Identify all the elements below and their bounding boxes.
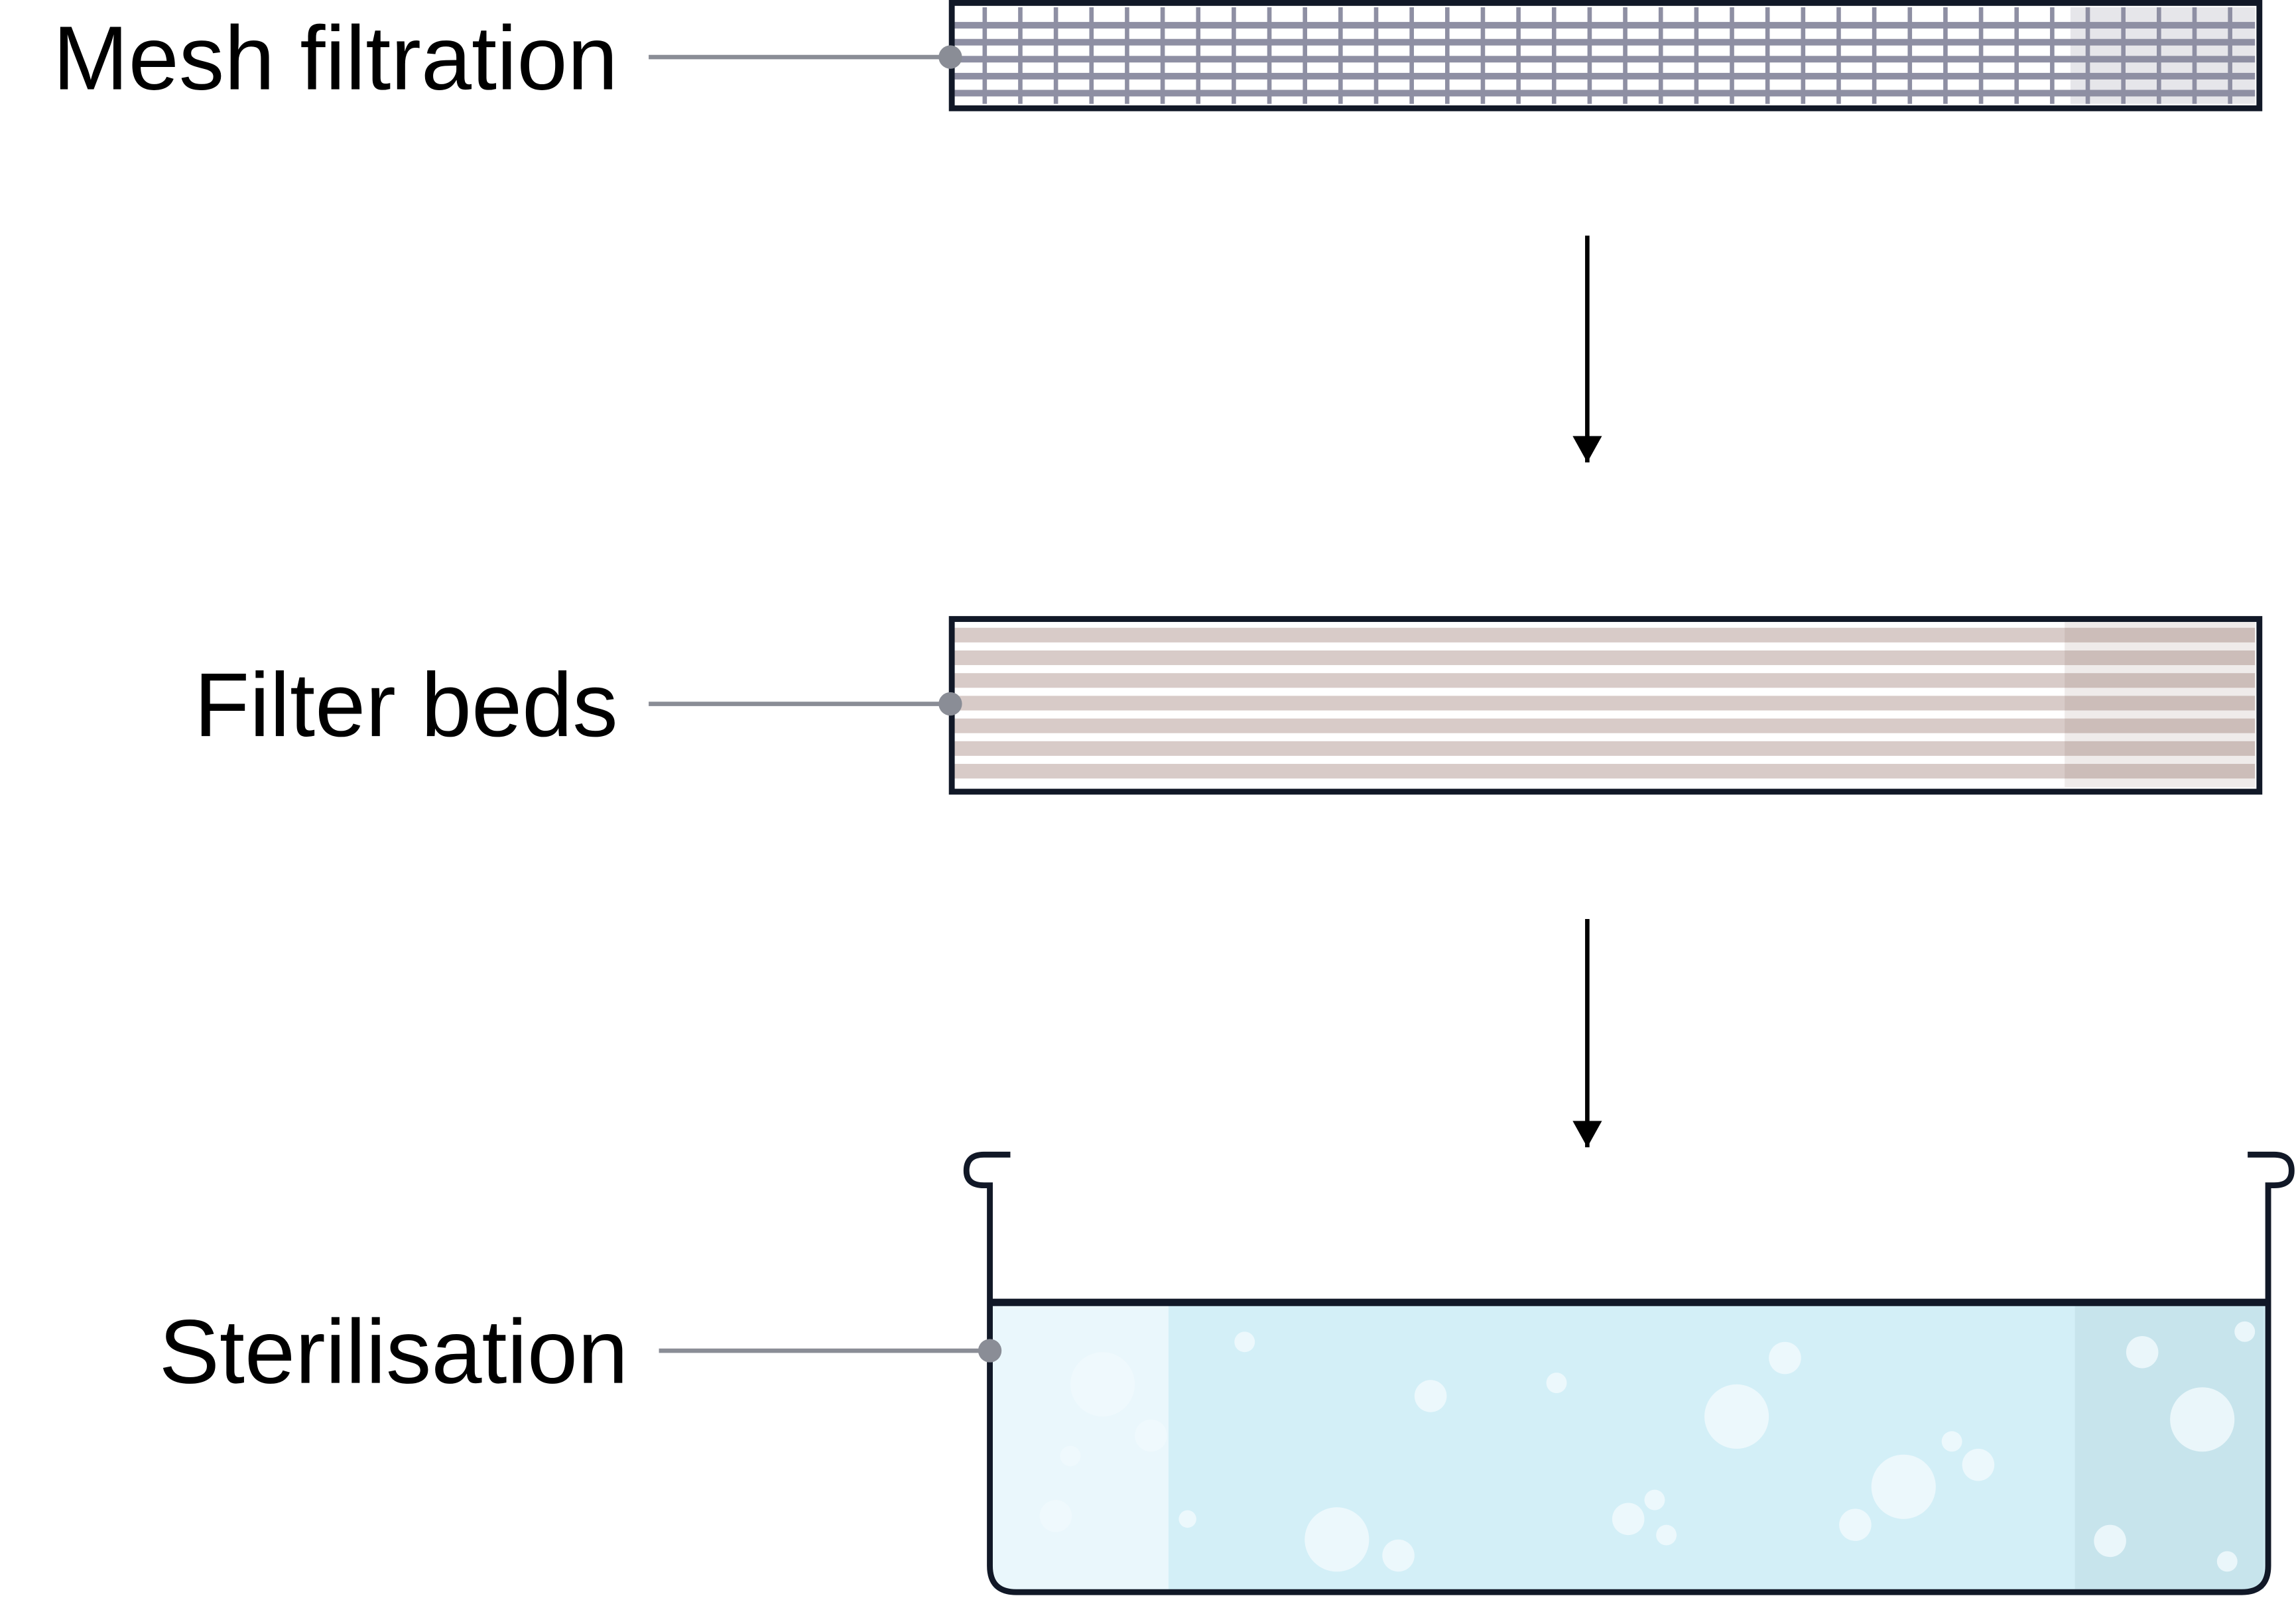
bubble (1060, 1445, 1081, 1467)
bubble (2126, 1335, 2159, 1369)
filter-beds (948, 616, 2263, 795)
bed-stripe (954, 696, 2256, 711)
mesh-vertical-line (1267, 7, 1272, 104)
mesh-vertical-line (1551, 7, 1557, 104)
mesh-horizontal-line (954, 22, 2256, 29)
label-filter-beds: Filter beds (194, 654, 618, 756)
bubble (2094, 1524, 2126, 1558)
mesh-vertical-line (2050, 7, 2055, 104)
mesh-vertical-line (2085, 7, 2090, 104)
mesh-vertical-line (982, 7, 988, 104)
mesh-vertical-line (1694, 7, 1699, 104)
bed-stripe (954, 673, 2256, 688)
mesh-vertical-line (1623, 7, 1627, 104)
leader-dot-mesh (938, 45, 962, 69)
mesh-vertical-line (1338, 7, 1343, 104)
bubble (1656, 1524, 1677, 1546)
mesh-shade (2070, 7, 2256, 104)
label-sterilisation: Sterilisation (159, 1302, 629, 1403)
mesh-vertical-line (1053, 7, 1058, 104)
mesh-horizontal-line (954, 72, 2256, 80)
mesh-vertical-line (1907, 7, 1913, 104)
mesh-vertical-line (1801, 7, 1806, 104)
bubble (2234, 1321, 2256, 1342)
mesh-vertical-line (1872, 7, 1877, 104)
bubble (1941, 1431, 1962, 1452)
bed-stripe (954, 627, 2256, 643)
mesh-vertical-line (1444, 7, 1450, 104)
leader-dot-beds (938, 692, 962, 716)
leader-dot-steril (978, 1339, 1002, 1363)
bubble (1382, 1539, 1415, 1572)
mesh-vertical-line (2192, 7, 2197, 104)
mesh-horizontal-line (954, 38, 2256, 46)
mesh-vertical-line (1765, 7, 1770, 104)
water (991, 1302, 2267, 1591)
bed-shade (2065, 621, 2256, 788)
bubble (1704, 1384, 1769, 1449)
mesh-vertical-line (1943, 7, 1948, 104)
bubble (1871, 1454, 1936, 1519)
mesh-vertical-line (1018, 7, 1023, 104)
bubble (1039, 1500, 1072, 1532)
mesh-vertical-line (2014, 7, 2019, 104)
mesh-vertical-line (1836, 7, 1841, 104)
bubble (1769, 1341, 1801, 1375)
mesh-vertical-line (1480, 7, 1486, 104)
mesh-vertical-line (1232, 7, 1236, 104)
bed-stripe (954, 718, 2256, 733)
bubble (1414, 1380, 1447, 1412)
mesh-vertical-line (1373, 7, 1379, 104)
bubble (1546, 1373, 1567, 1394)
bubble (2216, 1551, 2238, 1572)
mesh-vertical-line (2228, 7, 2232, 104)
bubble (1962, 1448, 1995, 1481)
bubble (1179, 1510, 1196, 1528)
bubble (2170, 1387, 2235, 1452)
mesh-vertical-line (1730, 7, 1734, 104)
bubble (1644, 1489, 1665, 1510)
bubble (1070, 1352, 1135, 1417)
water-highlight (992, 1305, 1169, 1589)
mesh-horizontal-line (954, 56, 2256, 63)
tank-outline (963, 1151, 2295, 1595)
bed-stripe (954, 650, 2256, 666)
bed-stripe (954, 764, 2256, 779)
mesh-horizontal-line (954, 90, 2256, 97)
bubble (1612, 1503, 1645, 1536)
mesh-vertical-line (2121, 7, 2126, 104)
mesh-vertical-line (2157, 7, 2161, 104)
bubble (1839, 1508, 1872, 1541)
mesh-vertical-line (1196, 7, 1201, 104)
bubble (1234, 1331, 1255, 1353)
mesh-vertical-line (1658, 7, 1663, 104)
bubble (1135, 1419, 1167, 1452)
mesh-vertical-line (1409, 7, 1414, 104)
sterilisation-tank (963, 1151, 2295, 1595)
mesh-vertical-line (1978, 7, 1984, 104)
mesh-vertical-line (1125, 7, 1129, 104)
mesh-vertical-line (1160, 7, 1165, 104)
mesh-vertical-line (1089, 7, 1094, 104)
mesh-filter (948, 0, 2263, 111)
mesh-vertical-line (1587, 7, 1592, 104)
mesh-vertical-line (1516, 7, 1521, 104)
mesh-vertical-line (1303, 7, 1307, 104)
bed-stripe (954, 741, 2256, 756)
label-mesh-filtration: Mesh filtration (53, 8, 618, 109)
bubble (1305, 1507, 1370, 1572)
